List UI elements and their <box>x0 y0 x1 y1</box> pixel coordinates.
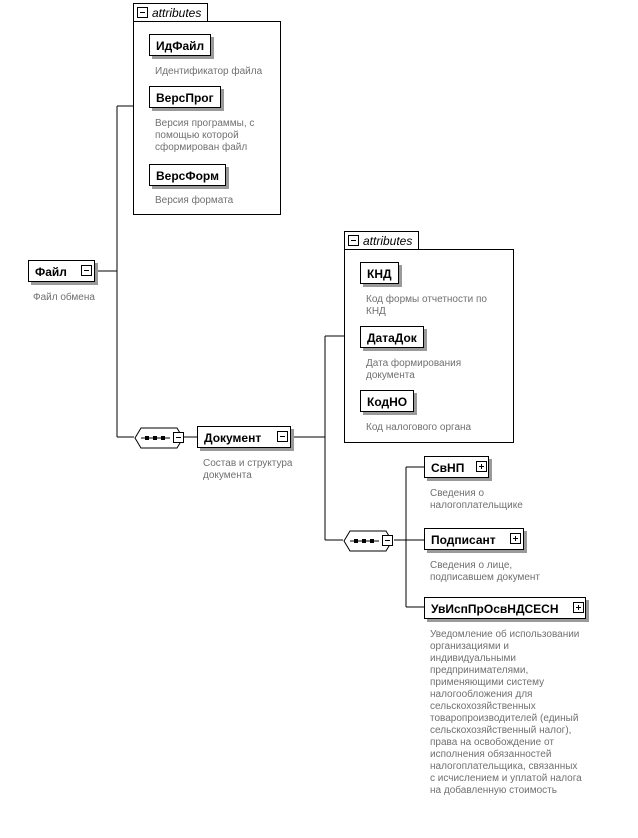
attr-datadok[interactable]: ДатаДок <box>360 326 424 348</box>
child-podpisant-label: Подписант <box>431 533 496 547</box>
attr-idfile-desc: Идентификатор файла <box>155 66 263 77</box>
attributes-label: attributes <box>363 234 413 248</box>
sequence-collapse-icon[interactable] <box>382 535 393 546</box>
collapse-icon[interactable] <box>81 265 92 276</box>
document-element[interactable]: Документ <box>197 426 291 448</box>
child-svnp[interactable]: СвНП <box>424 456 489 478</box>
attributes-label: attributes <box>152 6 202 20</box>
child-uvisp[interactable]: УвИспПрОсвНДСЕСН <box>424 597 586 619</box>
root-attributes-tab[interactable]: attributes <box>133 3 209 22</box>
attr-datadok-desc: Дата формирования документа <box>366 358 462 381</box>
attr-versform[interactable]: ВерсФорм <box>149 164 226 186</box>
child-svnp-desc: Сведения о налогоплательщике <box>430 488 523 511</box>
attr-knd-desc: Код формы отчетности по КНД <box>366 294 487 317</box>
child-podpisant-desc: Сведения о лице, подписавшем документ <box>430 560 541 583</box>
attr-versform-desc: Версия формата <box>155 195 234 206</box>
sequence-icon <box>134 427 184 449</box>
child-svnp-label: СвНП <box>431 461 465 475</box>
collapse-icon <box>348 235 359 246</box>
expand-icon[interactable] <box>573 602 584 613</box>
attr-versprog-desc: Версия программы, с помощью которой сфор… <box>155 118 255 153</box>
root-desc: Файл обмена <box>33 292 95 303</box>
root-element-label: Файл <box>35 265 67 279</box>
expand-icon[interactable] <box>510 533 521 544</box>
document-element-label: Документ <box>204 431 262 445</box>
child-uvisp-desc: Уведомление об использовании организация… <box>430 629 582 796</box>
attr-kodno[interactable]: КодНО <box>360 390 415 412</box>
child-podpisant[interactable]: Подписант <box>424 528 524 550</box>
document-desc: Состав и структура документа <box>203 458 293 481</box>
sequence-icon <box>343 530 393 552</box>
child-uvisp-label: УвИспПрОсвНДСЕСН <box>431 602 559 616</box>
attr-kodno-desc: Код налогового органа <box>366 422 472 433</box>
sequence-collapse-icon[interactable] <box>173 432 184 443</box>
attr-idfile[interactable]: ИдФайл <box>149 34 212 56</box>
document-attributes-tab[interactable]: attributes <box>344 231 420 250</box>
attr-knd[interactable]: КНД <box>360 262 399 284</box>
collapse-icon <box>137 7 148 18</box>
root-element[interactable]: Файл <box>28 260 95 282</box>
collapse-icon[interactable] <box>277 431 288 442</box>
expand-icon[interactable] <box>476 461 487 472</box>
attr-versprog[interactable]: ВерсПрог <box>149 86 221 108</box>
